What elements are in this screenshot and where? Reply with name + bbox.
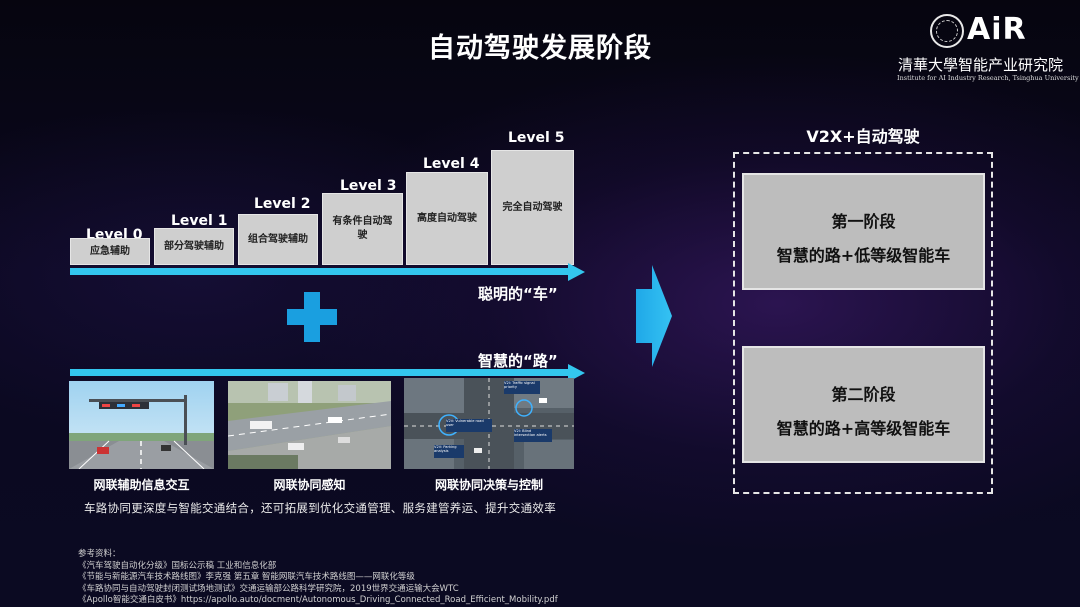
v2x-decision-image: V2I: Traffic signal priority V2V: Vulner… bbox=[404, 378, 574, 469]
level-3-label: Level 3 bbox=[340, 178, 396, 194]
level-4-step: 高度自动驾驶 bbox=[406, 172, 488, 265]
reference-item: 《汽车驾驶自动化分级》国标公示稿 工业和信息化部 bbox=[78, 561, 558, 573]
level-3-step: 有条件自动驾驶 bbox=[322, 193, 403, 265]
stage-2-desc: 智慧的路+高等级智能车 bbox=[744, 415, 983, 439]
level-2-label: Level 2 bbox=[254, 196, 310, 212]
image-caption-1: 网联辅助信息交互 bbox=[69, 476, 214, 493]
v2i-highway-image bbox=[69, 381, 214, 469]
image-caption-2: 网联协同感知 bbox=[228, 476, 391, 493]
air-logo: AiR bbox=[967, 12, 1027, 47]
summary-text: 车路协同更深度与智能交通结合，还可拓展到优化交通管理、服务建管养运、提升交通效率 bbox=[0, 500, 640, 516]
stage-2-box: 第二阶段 智慧的路+高等级智能车 bbox=[742, 346, 985, 463]
level-0-step: 应急辅助 bbox=[70, 238, 150, 265]
smart-road-arrow bbox=[70, 369, 570, 376]
level-4-label: Level 4 bbox=[423, 156, 479, 172]
image-tag-4: V2V: Parking analysis bbox=[434, 445, 464, 453]
stage-2-name: 第二阶段 bbox=[744, 381, 983, 405]
image-caption-3: 网联协同决策与控制 bbox=[404, 476, 574, 493]
plus-icon bbox=[287, 292, 337, 342]
reference-item: 《节能与新能源汽车技术路线图》李克强 第五章 智能网联汽车技术路线图——网联化等… bbox=[78, 572, 558, 584]
image-tag-3: V2I: Blind intersection alerts bbox=[514, 429, 552, 437]
v2x-sensing-image bbox=[228, 381, 391, 469]
tsinghua-seal-icon bbox=[930, 14, 964, 48]
image-tag-1: V2I: Traffic signal priority bbox=[504, 381, 540, 389]
stage-1-desc: 智慧的路+低等级智能车 bbox=[744, 242, 983, 266]
references: 参考资料： 《汽车驾驶自动化分级》国标公示稿 工业和信息化部 《节能与新能源汽车… bbox=[78, 549, 558, 607]
reference-item: 《车路协同与自动驾驶封闭测试场地测试》交通运输部公路科学研究院，2019世界交通… bbox=[78, 584, 558, 596]
level-2-step: 组合驾驶辅助 bbox=[238, 214, 318, 265]
level-5-label: Level 5 bbox=[508, 130, 564, 146]
stage-1-name: 第一阶段 bbox=[744, 208, 983, 232]
transition-arrow-icon bbox=[636, 265, 672, 367]
smart-car-arrow-head-icon bbox=[568, 263, 585, 281]
logo-cn-name: 清華大學智能产业研究院 bbox=[898, 54, 1063, 75]
smart-car-caption: 聪明的“车” bbox=[478, 283, 558, 304]
level-1-step: 部分驾驶辅助 bbox=[154, 228, 234, 265]
reference-item: 《Apollo智能交通白皮书》https://apollo.auto/docme… bbox=[78, 595, 558, 607]
v2x-title: V2X+自动驾驶 bbox=[733, 123, 993, 147]
level-1-label: Level 1 bbox=[171, 213, 227, 229]
references-heading: 参考资料： bbox=[78, 549, 558, 561]
logo-en-name: Institute for AI Industry Research, Tsin… bbox=[897, 74, 1079, 82]
level-5-step: 完全自动驾驶 bbox=[491, 150, 574, 265]
image-tag-2: V2V: Vulnerable road user bbox=[446, 419, 492, 427]
smart-road-caption: 智慧的“路” bbox=[478, 350, 558, 371]
smart-car-arrow bbox=[70, 268, 570, 275]
stage-1-box: 第一阶段 智慧的路+低等级智能车 bbox=[742, 173, 985, 290]
